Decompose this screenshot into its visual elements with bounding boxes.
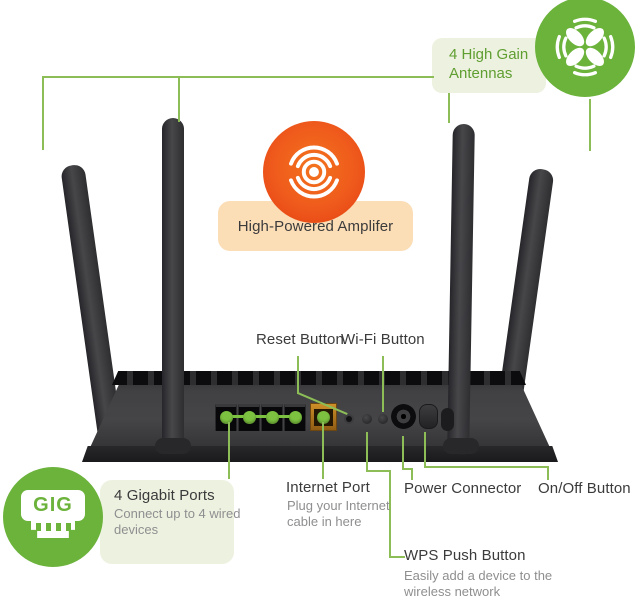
callout-line	[322, 422, 324, 479]
callout-line	[382, 356, 384, 412]
wps-button-desc: Easily add a device to the wireless netw…	[404, 568, 553, 599]
wps-button-title: WPS Push Button	[404, 547, 526, 564]
port-indicator-dot	[243, 411, 256, 424]
callout-line	[389, 470, 391, 558]
callout-line	[589, 99, 591, 151]
callout-line	[178, 76, 180, 122]
on-off-button-control	[419, 404, 438, 429]
on-off-button-label: On/Off Button	[538, 480, 631, 497]
antenna-hinge-right	[443, 438, 479, 454]
callout-line	[42, 76, 434, 78]
gig-pin	[46, 523, 51, 531]
port-indicator-dot	[317, 411, 330, 424]
gig-pin	[36, 523, 41, 531]
power-connector-jack	[391, 404, 416, 429]
internet-port-title: Internet Port	[286, 479, 370, 496]
internet-port-desc: Plug your Internet cable in here	[287, 498, 390, 529]
gigabit-ports-desc: Connect up to 4 wired devices	[114, 506, 241, 537]
gigabit-ports-title: 4 Gigabit Ports	[114, 487, 215, 504]
port-indicator-dot	[266, 411, 279, 424]
reset-pinhole	[346, 416, 352, 422]
reset-button-label: Reset Button	[256, 331, 344, 348]
callout-line	[366, 432, 368, 472]
callout-line	[547, 466, 549, 480]
power-connector-label: Power Connector	[404, 480, 522, 497]
port-indicator-dot	[289, 411, 302, 424]
high-gain-line2: Antennas	[449, 65, 513, 82]
gig-pin	[56, 523, 61, 531]
high-gain-line1: 4 High Gain	[449, 46, 529, 63]
callout-line	[448, 93, 450, 123]
high-gain-antennas-icon	[555, 17, 615, 77]
wps-push-button-control	[362, 414, 372, 424]
high-gain-antennas-card	[432, 38, 546, 93]
callout-line	[411, 468, 413, 480]
callout-line	[42, 76, 44, 150]
gigabit-ports-badge: GIG	[3, 467, 103, 567]
gigabit-ports-icon: GIG	[3, 467, 103, 567]
callout-line	[228, 422, 230, 479]
callout-line	[297, 356, 299, 394]
callout-line	[424, 466, 549, 468]
callout-line	[402, 468, 413, 470]
antenna-socket-right	[441, 408, 454, 431]
antenna-hinge-left	[155, 438, 191, 454]
gig-pin	[66, 523, 71, 531]
callout-line	[366, 470, 391, 472]
wifi-button-label: Wi-Fi Button	[341, 331, 425, 348]
high-gain-antennas-badge	[535, 0, 635, 97]
gig-connector-tab	[31, 521, 75, 538]
amplifier-label: High-Powered Amplifer	[237, 218, 394, 235]
callout-line	[389, 556, 405, 558]
antenna-inner-left	[162, 118, 184, 454]
callout-line	[402, 436, 404, 470]
antenna-outer-left	[60, 163, 122, 437]
gigabit-ports-card	[100, 480, 234, 564]
port-indicator-dot	[220, 411, 233, 424]
high-gain-antennas-label: 4 High Gain Antennas	[449, 45, 528, 83]
amplifier-badge	[263, 121, 365, 223]
callout-line	[424, 432, 426, 468]
router-top-vents	[112, 371, 526, 385]
amplifier-icon	[289, 145, 339, 199]
router-base	[82, 446, 558, 462]
gig-plate: GIG	[21, 490, 85, 521]
lan-dot-chain-line	[226, 415, 295, 418]
wifi-toggle-button-control	[378, 414, 388, 424]
